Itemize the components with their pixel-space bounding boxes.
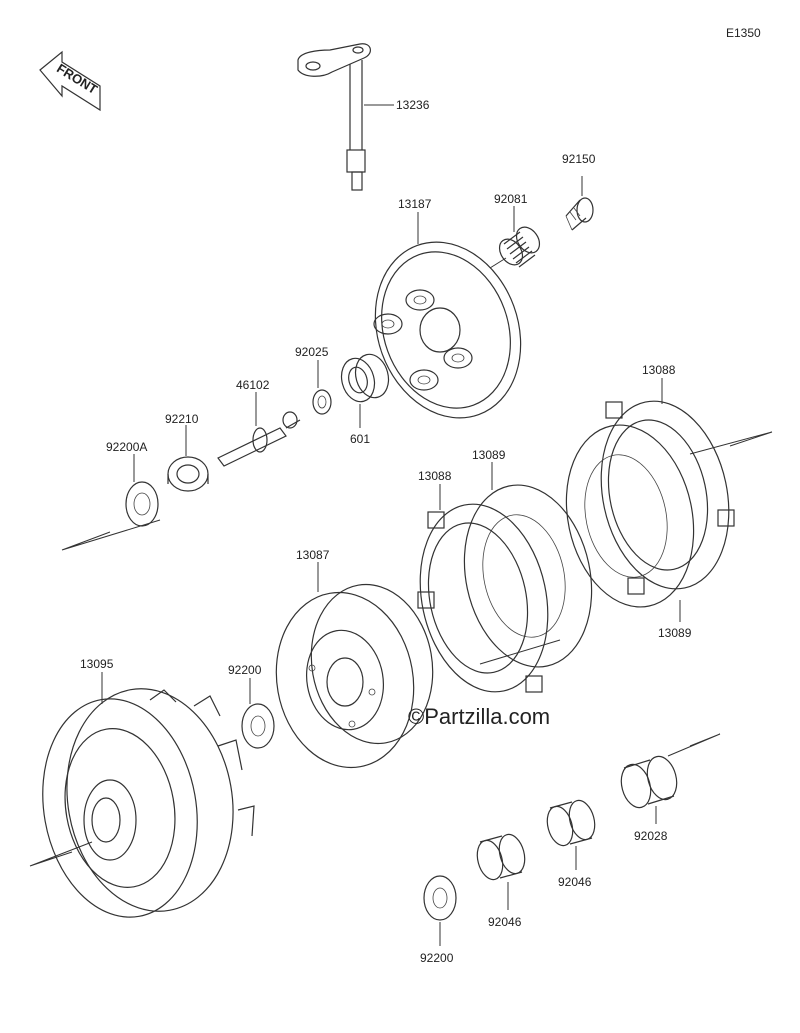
friction-plate-outer — [600, 400, 735, 595]
part-label-92200-mid: 92200 — [228, 663, 262, 677]
pressure-plate — [373, 241, 522, 419]
part-label-92046-a: 92046 — [488, 915, 522, 929]
part-label-13095: 13095 — [80, 657, 114, 671]
part-label-601: 601 — [350, 432, 370, 446]
steel-plate-rear — [565, 424, 695, 608]
part-label-13088-mid: 13088 — [418, 469, 452, 483]
front-label: FRONT — [54, 61, 100, 97]
push-rod-lever — [297, 43, 371, 191]
part-label-13236: 13236 — [396, 98, 430, 112]
nut — [167, 456, 209, 492]
part-label-13089-low: 13089 — [658, 626, 692, 640]
clutch-hub — [275, 583, 434, 769]
part-label-92025: 92025 — [295, 345, 329, 359]
part-label-46102: 46102 — [236, 378, 270, 392]
part-label-92081: 92081 — [494, 192, 528, 206]
clutch-housing — [42, 688, 255, 918]
part-label-92200A: 92200A — [106, 440, 147, 454]
washer-92200-mid — [241, 703, 275, 749]
friction-plate-front — [417, 503, 549, 693]
lock-washer — [125, 481, 159, 527]
washer-92200-low — [423, 875, 457, 921]
part-label-13187: 13187 — [398, 197, 432, 211]
part-label-13088-top: 13088 — [642, 363, 676, 377]
part-label-92210: 92210 — [165, 412, 199, 426]
part-label-13089-top: 13089 — [472, 448, 506, 462]
collar — [620, 755, 678, 809]
part-label-92046-b: 92046 — [558, 875, 592, 889]
diagram-code: E1350 — [726, 26, 761, 40]
part-label-92150: 92150 — [562, 152, 596, 166]
bolt — [565, 197, 594, 231]
release-shaft — [217, 411, 301, 467]
watermark: ©Partzilla.com — [408, 704, 550, 729]
bearing — [340, 353, 390, 403]
clutch-spring — [498, 226, 541, 268]
part-label-92200-low: 92200 — [420, 951, 454, 965]
needle-bearing-left — [476, 833, 526, 881]
part-label-92028: 92028 — [634, 829, 668, 843]
needle-bearing-right — [546, 799, 596, 847]
part-label-13087: 13087 — [296, 548, 330, 562]
front-arrow-icon: FRONT — [39, 50, 101, 112]
steel-plate-front — [463, 484, 593, 668]
washer-92025 — [312, 389, 332, 415]
